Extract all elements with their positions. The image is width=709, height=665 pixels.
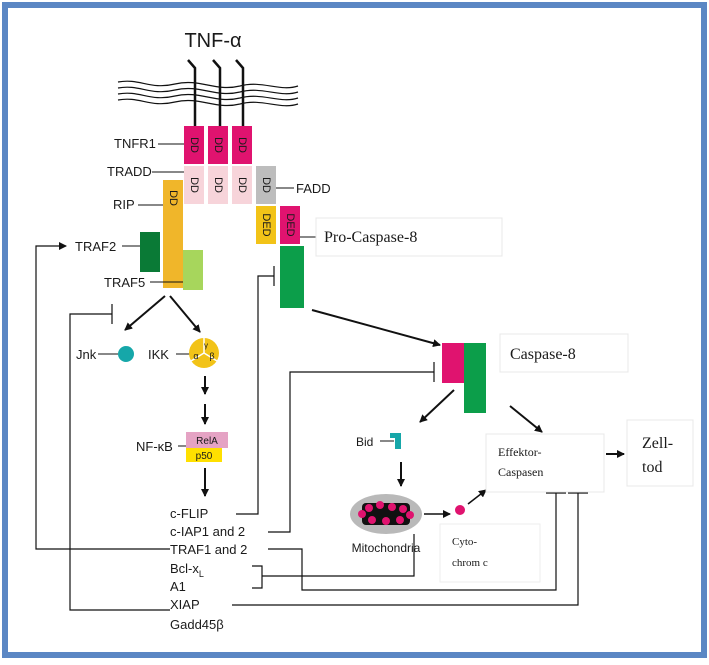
- svg-text:α: α: [193, 351, 198, 361]
- svg-text:A1: A1: [170, 579, 186, 594]
- svg-text:chrom c: chrom c: [452, 557, 488, 569]
- effektor-caspasen-box: Effektor- Caspasen: [486, 434, 604, 492]
- mitochondria: Mitochondria: [350, 494, 422, 555]
- svg-text:p50: p50: [196, 451, 213, 462]
- caspase-8-box: Caspase-8: [500, 334, 628, 372]
- svg-text:γ: γ: [204, 341, 208, 350]
- tradd-death-domains: DD DD DD: [184, 166, 252, 204]
- svg-text:DED: DED: [260, 213, 272, 236]
- svg-text:RelA: RelA: [196, 436, 218, 447]
- svg-text:DD: DD: [236, 137, 248, 153]
- svg-text:IKK: IKK: [148, 347, 169, 362]
- pro-caspase-8-box: Pro-Caspase-8: [300, 218, 502, 256]
- rip-protein: DD: [163, 180, 183, 288]
- svg-text:Mitochondria: Mitochondria: [352, 541, 421, 555]
- tnfr1-death-domains: DD DD DD: [184, 126, 252, 164]
- svg-text:TRAF2: TRAF2: [75, 239, 116, 254]
- traf5-bar: [183, 250, 203, 290]
- svg-text:Gadd45β: Gadd45β: [170, 617, 224, 632]
- svg-text:TRAF5: TRAF5: [104, 275, 145, 290]
- svg-text:DD: DD: [167, 190, 179, 206]
- svg-text:DD: DD: [260, 177, 272, 193]
- svg-text:NF-κB: NF-κB: [136, 439, 173, 454]
- svg-text:DD: DD: [212, 177, 224, 193]
- svg-text:Pro-Caspase-8: Pro-Caspase-8: [324, 229, 417, 246]
- svg-text:RIP: RIP: [113, 197, 135, 212]
- svg-text:TRAF1 and 2: TRAF1 and 2: [170, 542, 247, 557]
- svg-text:c-FLIP: c-FLIP: [170, 506, 208, 521]
- zelltod-box: Zell- tod: [627, 420, 693, 486]
- svg-text:DD: DD: [236, 177, 248, 193]
- svg-text:Caspasen: Caspasen: [498, 465, 543, 479]
- svg-text:TNFR1: TNFR1: [114, 136, 156, 151]
- fadd-ded: DED: [256, 206, 276, 244]
- svg-text:DD: DD: [188, 177, 200, 193]
- svg-text:Bid: Bid: [356, 435, 373, 449]
- svg-text:Caspase-8: Caspase-8: [510, 346, 576, 363]
- svg-text:tod: tod: [642, 459, 662, 476]
- svg-text:DED: DED: [284, 213, 296, 236]
- svg-text:β: β: [209, 351, 214, 361]
- svg-text:Effektor-: Effektor-: [498, 445, 542, 459]
- cytochrom-c-dot: [455, 505, 465, 515]
- svg-text:DD: DD: [188, 137, 200, 153]
- cytochrom-c-box: Cyto- chrom c: [440, 524, 540, 582]
- svg-text:c-IAP1 and 2: c-IAP1 and 2: [170, 524, 245, 539]
- tnf-alpha-title: TNF-α: [184, 30, 241, 52]
- outer-frame: [5, 5, 704, 655]
- svg-text:Jnk: Jnk: [76, 347, 97, 362]
- svg-text:FADD: FADD: [296, 181, 331, 196]
- svg-text:DD: DD: [212, 137, 224, 153]
- svg-text:Cyto-: Cyto-: [452, 536, 477, 548]
- fadd-death-domain: DD: [256, 166, 276, 204]
- svg-text:XIAP: XIAP: [170, 597, 200, 612]
- svg-text:TRADD: TRADD: [107, 164, 152, 179]
- svg-text:Zell-: Zell-: [642, 435, 673, 452]
- traf2-bar: [140, 232, 160, 272]
